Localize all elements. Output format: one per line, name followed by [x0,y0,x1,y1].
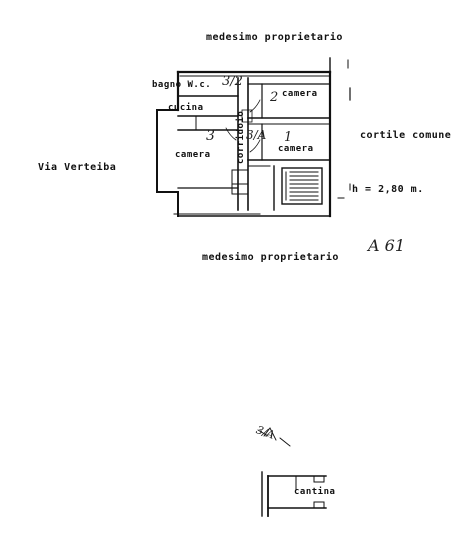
staircase [281,167,323,205]
street-label: Via Verteiba [38,162,117,173]
room-camera-top-right-label: camera [282,89,318,99]
cellar-door [313,501,325,509]
courtyard-label: cortile comune [360,130,452,141]
door-arc [249,139,261,153]
height-label: h = 2,80 m. [352,184,424,195]
room-number-2: 2 [270,90,279,105]
sheet-number: A 61 [368,236,405,255]
utility-block [241,109,253,123]
room-camera-mid-right-label: camera [278,144,314,154]
room-number-1: 1 [284,130,293,145]
room-number-3: 3 [206,128,215,144]
neighbor-bottom-label: medesimo proprietario [202,252,339,263]
utility-block [231,169,249,185]
corridor-label: corridoio [236,110,246,164]
cellar-door [313,475,325,483]
room-camera-left-label: camera [175,150,211,160]
subunit-mark-a: 3/2 [222,74,243,89]
subunit-mark-b: 3/A [246,128,267,142]
room-bath-label: bagno W.c. [152,80,212,90]
hand-mark [257,427,291,447]
cellar-label: cantina [294,487,336,497]
door-arc [249,99,261,113]
door-arc [225,127,237,141]
room-kitchen-label: cucina [168,103,204,113]
utility-block [231,183,249,195]
neighbor-top-label: medesimo proprietario [206,32,343,43]
